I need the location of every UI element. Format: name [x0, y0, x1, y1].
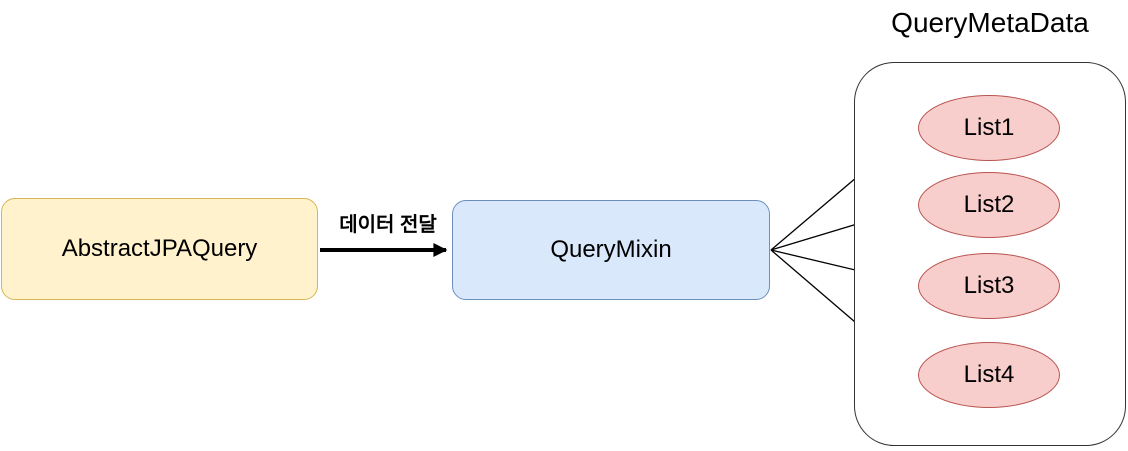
list1-label: List1 — [963, 114, 1015, 141]
list3-node: List3 — [918, 253, 1060, 319]
querymixin-node: QueryMixin — [452, 200, 770, 300]
list1-node: List1 — [918, 95, 1060, 161]
querymetadata-title: QueryMetaData — [891, 7, 1089, 38]
querymixin-label: QueryMixin — [550, 235, 672, 263]
list2-node: List2 — [918, 172, 1060, 238]
abstractjpaquery-label: AbstractJPAQuery — [61, 234, 258, 262]
data-transfer-edge-label: 데이터 전달 — [339, 214, 437, 236]
list4-label: List4 — [963, 361, 1015, 388]
list2-label: List2 — [963, 191, 1015, 218]
abstractjpaquery-node: AbstractJPAQuery — [1, 198, 318, 300]
list3-label: List3 — [963, 272, 1015, 299]
list4-node: List4 — [918, 342, 1060, 408]
